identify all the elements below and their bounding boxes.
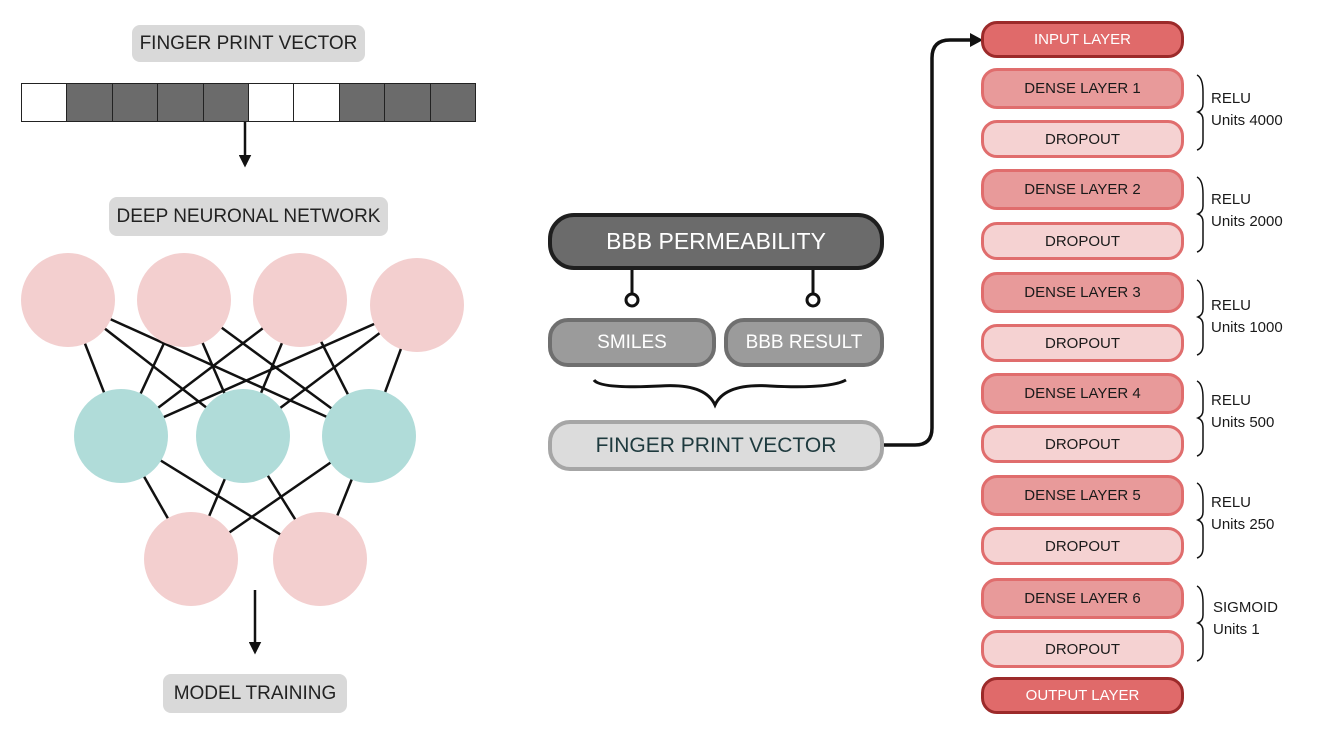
training-title: MODEL TRAINING <box>163 674 347 713</box>
dropout-3: DROPOUT <box>981 324 1184 362</box>
curly-brace <box>592 378 847 409</box>
arrow-to-input-layer <box>884 38 973 447</box>
smiles-box: SMILES <box>548 318 716 367</box>
dense-layer-4: DENSE LAYER 4 <box>981 373 1184 414</box>
bbb-permeability-box: BBB PERMEABILITY <box>548 213 884 270</box>
input-node <box>137 253 231 347</box>
fingerprint-bit <box>22 84 68 121</box>
fingerprint-bit <box>430 84 476 121</box>
activation-annotation-6: SIGMOID Units 1 <box>1213 597 1278 641</box>
fingerprint-vector-box: FINGER PRINT VECTOR <box>548 420 884 471</box>
units-label: Units 500 <box>1211 414 1275 431</box>
smiles-connector-knob <box>624 292 640 308</box>
dropout-1: DROPOUT <box>981 120 1184 158</box>
activation-label: RELU <box>1211 392 1252 409</box>
input-node <box>370 258 464 352</box>
network-nodes <box>21 253 464 606</box>
activation-annotation-4: RELU Units 500 <box>1211 390 1274 434</box>
fingerprint-bit <box>112 84 159 121</box>
dropout-4: DROPOUT <box>981 425 1184 463</box>
output-node <box>144 512 238 606</box>
dense-layer-2: DENSE LAYER 2 <box>981 169 1184 210</box>
activation-label: RELU <box>1211 90 1252 107</box>
units-label: Units 2000 <box>1211 213 1283 230</box>
activation-annotation-3: RELU Units 1000 <box>1211 295 1283 339</box>
bbb-result-box: BBB RESULT <box>724 318 884 367</box>
dropout-5: DROPOUT <box>981 527 1184 565</box>
dropout-6: DROPOUT <box>981 630 1184 668</box>
fingerprint-bit <box>294 84 340 121</box>
fingerprint-bit <box>158 84 204 121</box>
dense-layer-1: DENSE LAYER 1 <box>981 68 1184 109</box>
input-node <box>21 253 115 347</box>
units-label: Units 250 <box>1211 516 1275 533</box>
units-label: Units 1 <box>1213 621 1260 638</box>
dense-layer-3: DENSE LAYER 3 <box>981 272 1184 313</box>
dropout-2: DROPOUT <box>981 222 1184 260</box>
activation-annotation-1: RELU Units 4000 <box>1211 88 1283 132</box>
units-label: Units 1000 <box>1211 319 1283 336</box>
bbb-result-connector-knob <box>805 292 821 308</box>
dense-layer-6: DENSE LAYER 6 <box>981 578 1184 619</box>
hidden-node <box>322 389 416 483</box>
output-layer: OUTPUT LAYER <box>981 677 1184 714</box>
dense-layer-5: DENSE LAYER 5 <box>981 475 1184 516</box>
activation-label: RELU <box>1211 191 1252 208</box>
network-title: DEEP NEURONAL NETWORK <box>109 197 388 236</box>
input-layer: INPUT LAYER <box>981 21 1184 58</box>
activation-annotation-2: RELU Units 2000 <box>1211 189 1283 233</box>
fingerprint-bit <box>385 84 431 121</box>
fingerprint-title: FINGER PRINT VECTOR <box>132 25 365 62</box>
fingerprint-bit <box>203 84 250 121</box>
hidden-node <box>74 389 168 483</box>
hidden-node <box>196 389 290 483</box>
fingerprint-bit <box>249 84 295 121</box>
annotation-braces <box>1195 74 1204 662</box>
fingerprint-bit <box>339 84 386 121</box>
input-node <box>253 253 347 347</box>
output-node <box>273 512 367 606</box>
activation-label: RELU <box>1211 297 1252 314</box>
units-label: Units 4000 <box>1211 112 1283 129</box>
activation-annotation-5: RELU Units 250 <box>1211 492 1274 536</box>
fingerprint-bar <box>21 83 476 122</box>
activation-label: RELU <box>1211 494 1252 511</box>
activation-label: SIGMOID <box>1213 599 1279 616</box>
fingerprint-bit <box>67 84 113 121</box>
